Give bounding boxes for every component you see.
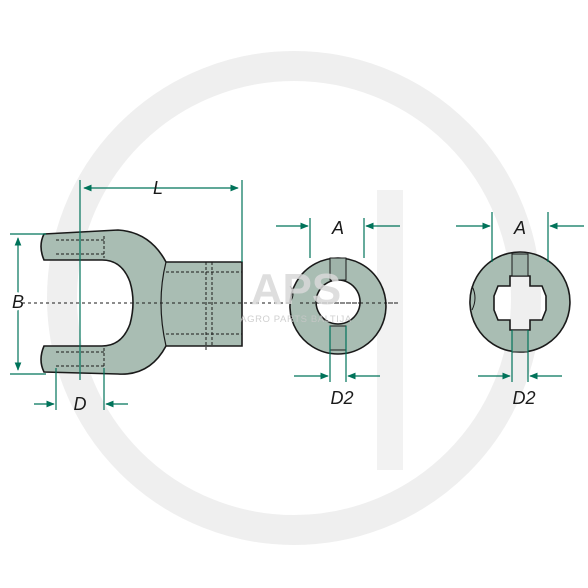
d2-right-label: D2 [512, 388, 535, 408]
keyway-bottom [329, 325, 347, 351]
keyway-top [329, 257, 347, 281]
watermark-brand: APS [251, 265, 341, 314]
length-label: L [153, 178, 163, 198]
dimension-bore: D [34, 368, 128, 414]
dimension-length: L [79, 178, 243, 380]
dimension-height: B B [5, 233, 46, 375]
dimension-a-right: A [456, 212, 584, 262]
watermark-ring [47, 51, 541, 545]
watermark-tagline: AGRO PARTS BALTIJA [240, 314, 352, 325]
background-watermark [47, 51, 541, 545]
dimension-d2-right: D2 [478, 330, 562, 408]
a-left-label: A [331, 218, 344, 238]
spline-key-bottom [511, 329, 529, 353]
brand-watermark: APS AGRO PARTS BALTIJA [240, 265, 352, 325]
d2-left-label: D2 [330, 388, 353, 408]
dimension-a-left: A [276, 218, 400, 258]
hub-ring [289, 257, 387, 355]
end-view-round-bore [289, 257, 398, 355]
height-label-text: B [12, 292, 24, 312]
yoke-body [40, 229, 243, 375]
yoke-side-view [10, 229, 400, 375]
bore-label: D [74, 394, 87, 414]
height-label: B [8, 292, 20, 312]
hidden-lines [56, 236, 242, 370]
end-view-splined-bore [469, 251, 571, 353]
a-right-label: A [513, 218, 526, 238]
dimension-d2-left: D2 [294, 326, 380, 408]
spline-key-top [511, 253, 529, 277]
